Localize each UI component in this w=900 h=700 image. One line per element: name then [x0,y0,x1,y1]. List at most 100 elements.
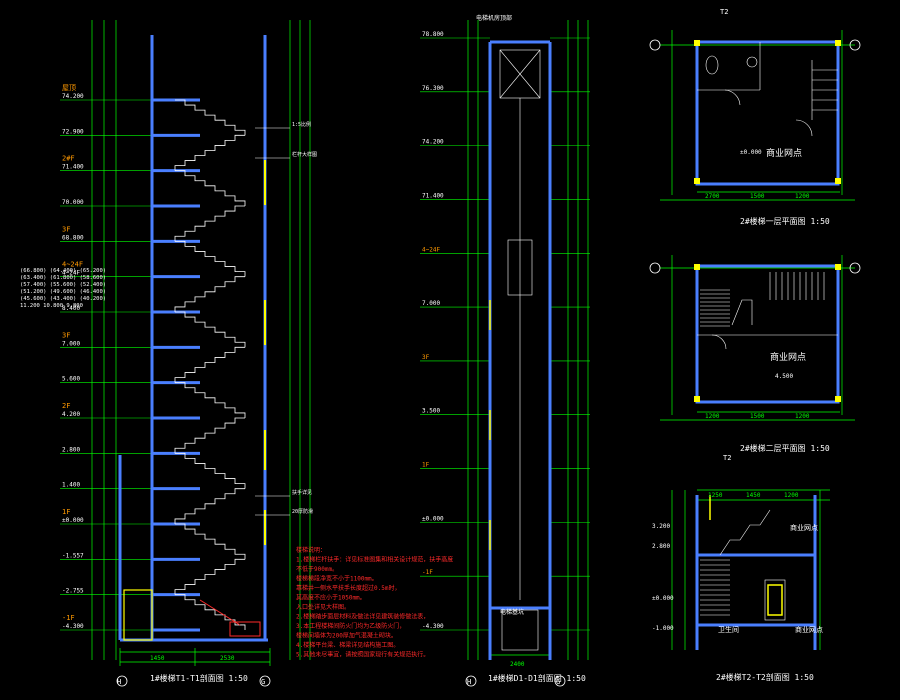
level-table-row: (51.200) (49.600) (46.400) [20,289,106,295]
level-label: ±0.000 [62,517,84,524]
stair-flight [175,452,246,489]
level-table-row: (45.600) (43.400) (40.200) [20,296,106,302]
section-t1-title: 1#楼梯T1-T1剖面图 1:50 [150,673,248,683]
plan-middle-dim: 1200 [705,413,720,420]
t2-dim: 1200 [784,492,799,499]
d1-top-note: 电梯机房顶部 [476,14,512,22]
plan-middle-axis: T2 [723,454,731,462]
plan-upper-room: 商业网点 [766,147,802,159]
d1-level-label: ±0.000 [422,515,444,522]
d1-level-label: 4~24F [422,246,440,253]
t2-room-label: 商业网点 [795,625,823,634]
d1-level-label: 74.200 [422,139,444,146]
d1-level-label: -4.300 [422,623,444,630]
level-table-row: (63.400) (61.800) (58.600) [20,275,106,281]
note-line: 靠梯井一侧水平扶手长度超过0.5m时， [296,584,400,592]
t2-room-label: 商业网点 [790,523,818,532]
stair-flight [174,205,245,242]
level-tag: 2F [62,402,70,410]
plan-upper-title: 2#楼梯一层平面图 1:50 [740,216,830,226]
stair-flight [174,276,245,312]
level-tag: 4~24F [62,261,83,269]
level-label: -2.755 [62,588,84,595]
plan-upper [649,30,861,201]
stair-flight [175,594,246,630]
d1-level-label: 1F [422,462,430,469]
t2-room-label: 卫生间 [718,625,739,634]
callout: 20厚防滑 [292,508,313,515]
note-line: 1.楼梯栏杆扶手：详见标准图集和相关设计规范，扶手高度 [296,556,453,564]
stair-flight [175,311,246,348]
callout: 1:5比例 [292,121,311,128]
d1-level-label: 3.500 [422,408,440,415]
stair-flight [174,488,245,524]
level-label: 72.900 [62,128,84,135]
t2-level-label: ±0.000 [652,595,674,602]
stair-flight [175,382,246,418]
level-tag: 2#F [62,155,75,163]
note-line: 2.楼梯踏步面层材料及做法详见建筑装修做法表， [296,613,429,621]
level-label: -4.300 [62,623,84,630]
t1-axis-right: G [261,678,265,686]
note-line: 5.其他未尽事宜，请按照国家现行有关规范执行。 [296,651,429,659]
t1-axis-left: H [117,678,121,686]
d1-dim-bottom: 2400 [510,661,525,668]
section-d1-title: 1#楼梯D1-D1剖面图 1:50 [488,673,586,683]
d1-axis-left: H [467,678,471,686]
plan-middle-room: 商业网点 [770,351,806,363]
d1-pit-note: 电梯基坑 [500,608,524,616]
plan-upper-dim: 1500 [750,193,765,200]
level-label: -1.557 [62,552,84,559]
d1-level-label: -1F [422,569,433,576]
dimension: 1450 [150,655,165,662]
d1-level-label: 3F [422,354,430,361]
plan-middle-elev: 4.500 [775,373,793,380]
level-label: 8.400 [62,305,80,312]
t2-dim: 1250 [708,492,723,499]
callout: 栏杆大样图 [292,151,317,158]
level-table-row: 11.200 10.800 9.800 [20,303,83,309]
note-line: 不低于900mm。 [296,565,338,573]
section-t1 [60,20,311,687]
callout: 扶手详见 [292,489,312,496]
level-tag: 3F [62,331,70,339]
d1-level-label: 76.300 [422,85,444,92]
level-label: 70.000 [62,199,84,206]
section-t2 [671,489,830,650]
t2-level-label: -1.000 [652,625,674,632]
stair-flight [175,99,246,136]
level-label: 2.800 [62,446,80,453]
stair-flight [175,240,246,277]
d1-level-label: 71.400 [422,192,444,199]
level-tag: 1F [62,508,70,516]
t2-dim: 1450 [746,492,761,499]
plan-upper-dim: 2700 [705,193,720,200]
level-label: 71.400 [62,164,84,171]
plan-middle-title: 2#楼梯二层平面图 1:50 [740,443,830,453]
d1-level-label: 7.000 [422,300,440,307]
level-table-row: (66.800) (64.400) (65.200) [20,268,106,274]
stair-flight [174,417,245,454]
section-t2-title: 2#楼梯T2-T2剖面图 1:50 [716,672,814,682]
level-label: 1.400 [62,482,80,489]
level-label: 5.600 [62,376,80,383]
section-d1 [420,20,590,687]
note-line: 楼梯间墙体为200厚加气混凝土砌块。 [296,632,397,640]
plan-upper-elev: ±0.000 [740,149,762,156]
note-line: 楼梯说明： [296,546,326,554]
stair-flight [174,346,245,383]
d1-level-label: 78.800 [422,31,444,38]
level-label: 7.000 [62,340,80,347]
stair-flight [174,134,245,171]
plan-middle [649,255,861,421]
t2-level-label: 2.800 [652,543,670,550]
note-line: 3.本工程楼梯间防火门均为乙级防火门， [296,622,405,630]
note-line: 入口处详见大样图。 [296,603,350,611]
level-tag: -1F [62,614,75,622]
plan-upper-dim: 1200 [795,193,810,200]
level-label: 4~24F [62,270,80,277]
plan-middle-dim: 1500 [750,413,765,420]
plan-middle-dim: 1200 [795,413,810,420]
